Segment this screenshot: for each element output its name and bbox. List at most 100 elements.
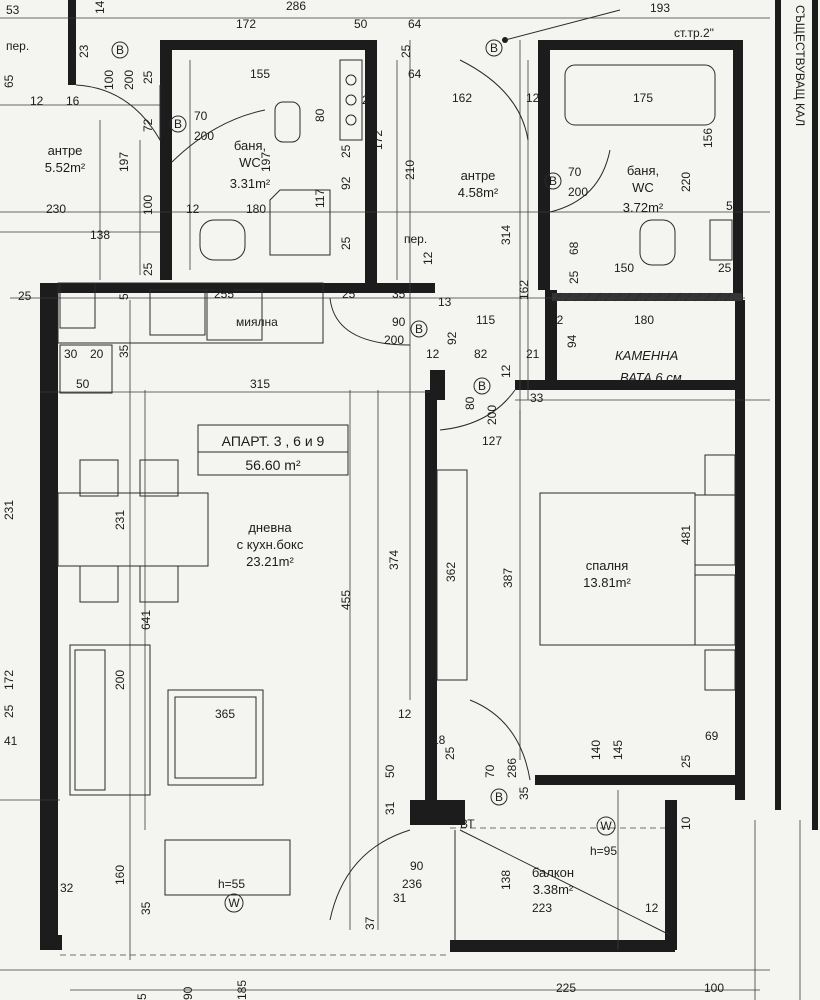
svg-text:115: 115 — [476, 313, 495, 327]
svg-text:80: 80 — [463, 396, 477, 410]
svg-text:286: 286 — [286, 0, 306, 13]
tv-unit — [164, 839, 291, 896]
svg-text:B: B — [415, 322, 423, 336]
svg-text:90: 90 — [410, 859, 424, 873]
existing-wall-label: СЪЩЕСТВУВАЩ КАЛ — [793, 5, 807, 126]
svg-text:172: 172 — [371, 130, 385, 150]
svg-text:92: 92 — [445, 331, 459, 345]
svg-text:25: 25 — [339, 144, 353, 158]
window-height-living: h=55 — [218, 877, 245, 891]
svg-text:94: 94 — [565, 334, 579, 348]
svg-text:138: 138 — [90, 228, 110, 242]
stone-wool-label-1: КАМЕННА — [615, 348, 678, 363]
svg-text:362: 362 — [444, 562, 458, 582]
room-name-bedroom: спалня — [586, 558, 629, 573]
svg-text:12: 12 — [645, 901, 659, 915]
svg-text:180: 180 — [634, 313, 654, 327]
svg-text:156: 156 — [701, 128, 715, 148]
room-name-antre: антре — [461, 168, 496, 183]
svg-text:172: 172 — [236, 17, 256, 31]
svg-text:80: 80 — [313, 108, 327, 122]
svg-text:455: 455 — [339, 590, 353, 610]
svg-text:16: 16 — [66, 94, 80, 108]
svg-text:25: 25 — [141, 70, 155, 84]
svg-text:50: 50 — [383, 764, 397, 778]
svg-text:35: 35 — [139, 901, 153, 915]
svg-text:12: 12 — [30, 94, 44, 108]
window-marker: W — [224, 893, 244, 913]
svg-text:90: 90 — [392, 315, 406, 329]
svg-text:140: 140 — [589, 740, 603, 760]
svg-text:50: 50 — [76, 377, 90, 391]
svg-text:200: 200 — [122, 70, 136, 90]
room-name-balcony: балкон — [532, 865, 574, 880]
door-marker: B — [410, 320, 428, 338]
svg-text:B: B — [495, 790, 503, 804]
svg-text:25: 25 — [443, 746, 457, 760]
walls — [40, 0, 818, 952]
double-bed — [539, 492, 696, 646]
svg-text:12: 12 — [499, 364, 513, 378]
svg-text:12: 12 — [398, 707, 412, 721]
svg-text:54: 54 — [726, 199, 740, 213]
svg-text:286: 286 — [505, 758, 519, 778]
svg-text:32: 32 — [60, 881, 74, 895]
svg-text:B: B — [174, 117, 182, 131]
svg-text:387: 387 — [501, 568, 515, 588]
svg-text:25: 25 — [339, 236, 353, 250]
wardrobe — [436, 469, 468, 681]
svg-text:100: 100 — [102, 70, 116, 90]
sofa — [69, 644, 151, 796]
svg-text:314: 314 — [499, 225, 513, 245]
washbasin — [199, 219, 246, 261]
room-area-antre-left: 5.52m² — [45, 160, 86, 175]
svg-text:162: 162 — [517, 280, 531, 300]
room-area-balcony: 3.38m² — [533, 882, 574, 897]
svg-text:90: 90 — [181, 986, 195, 1000]
vt-label: ВТ — [460, 817, 475, 831]
toilet — [639, 219, 676, 266]
dimension-lines — [0, 17, 801, 1000]
svg-text:25: 25 — [399, 44, 413, 58]
svg-text:175: 175 — [633, 91, 653, 105]
svg-text:162: 162 — [452, 91, 472, 105]
apartment-area: 56.60 m² — [245, 457, 301, 473]
room-name-antre-left: антре — [48, 143, 83, 158]
room-name-bath2-wc: WC — [632, 180, 654, 195]
dimension-values: 53 14 286 172 50 64 193 25 64 155 162 12… — [2, 0, 740, 1000]
svg-text:21: 21 — [526, 347, 540, 361]
svg-text:50: 50 — [117, 286, 131, 300]
room-area-bath2: 3.72m² — [623, 200, 664, 215]
svg-text:18: 18 — [432, 733, 446, 747]
pipe-label: ст.тр.2" — [674, 26, 714, 40]
svg-text:69: 69 — [705, 729, 719, 743]
door-marker: B — [169, 115, 187, 133]
shower — [269, 189, 331, 256]
door-marker: B — [490, 788, 508, 806]
svg-text:31: 31 — [383, 801, 397, 815]
furniture — [57, 59, 736, 896]
svg-text:25: 25 — [141, 262, 155, 276]
kitchen-sink — [149, 289, 206, 336]
stone-wool-label-2: ВАТА 6 см — [620, 370, 682, 385]
svg-text:5: 5 — [135, 993, 149, 1000]
svg-text:12: 12 — [426, 347, 440, 361]
svg-text:220: 220 — [679, 172, 693, 192]
svg-text:B: B — [116, 43, 124, 57]
svg-text:14: 14 — [93, 0, 107, 14]
svg-text:25: 25 — [18, 289, 32, 303]
svg-text:B: B — [549, 174, 557, 188]
svg-text:13: 13 — [438, 295, 452, 309]
svg-text:315: 315 — [250, 377, 270, 391]
svg-text:82: 82 — [474, 347, 488, 361]
svg-text:180: 180 — [246, 202, 266, 216]
room-name-living: дневна — [248, 520, 292, 535]
svg-text:12: 12 — [186, 202, 200, 216]
svg-text:64: 64 — [408, 67, 422, 81]
svg-text:68: 68 — [567, 241, 581, 255]
svg-text:138: 138 — [499, 870, 513, 890]
svg-text:150: 150 — [614, 261, 634, 275]
svg-text:B: B — [478, 379, 486, 393]
svg-text:20: 20 — [90, 347, 104, 361]
svg-text:W: W — [228, 896, 240, 910]
